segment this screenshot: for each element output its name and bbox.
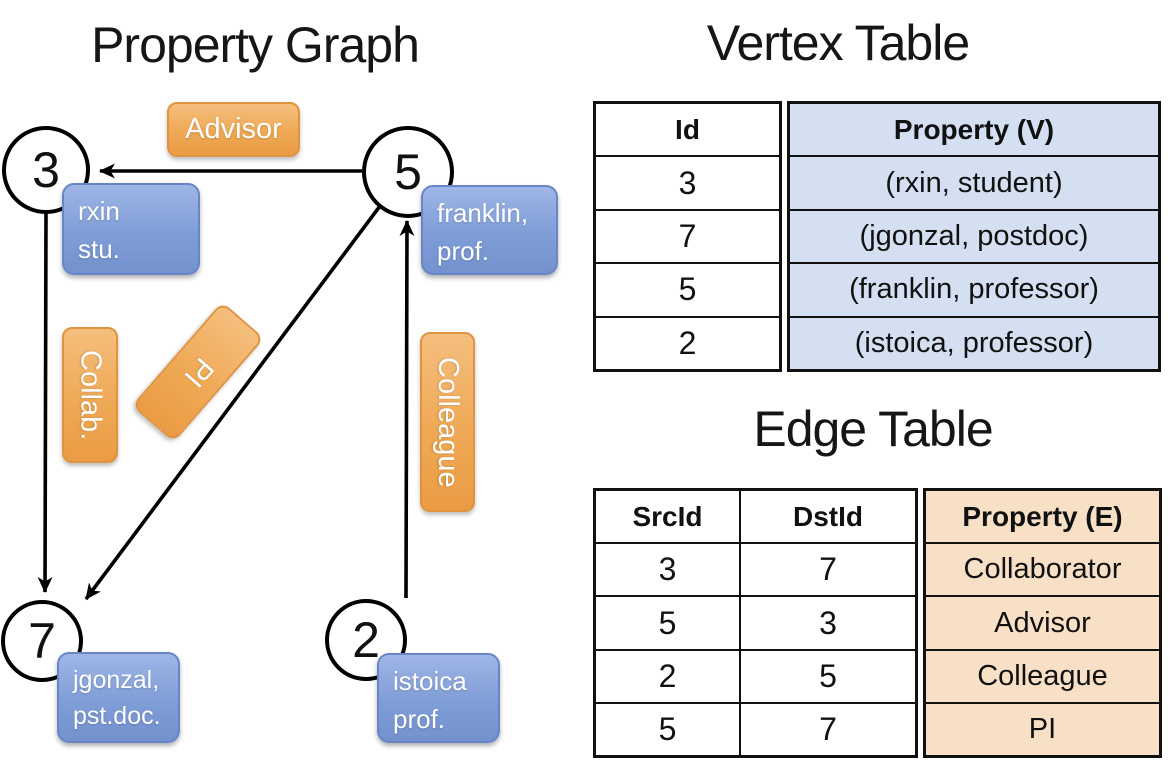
edge-table-title: Edge Table [753, 401, 993, 457]
edge-table-dstid-cell: 3 [819, 604, 837, 641]
vertex-table: Id 3 7 5 2 Property (V) (rxin, student) … [593, 101, 1161, 372]
edge-line-collab-3-7 [37, 212, 53, 593]
edge-label-colleague: Colleague [420, 332, 475, 512]
vertex-property-box-rxin: rxin stu. [62, 183, 200, 275]
vertex-property-line1: istoica [393, 666, 467, 696]
vertex-table-property-cell: (franklin, professor) [790, 262, 1158, 315]
vertex-property-line2: prof. [437, 235, 490, 266]
vertex-property-box-jgonzal: jgonzal, pst.doc. [57, 652, 180, 743]
edge-table-property-cell: PI [926, 701, 1159, 755]
vertex-property-line2: stu. [78, 233, 120, 264]
vertex-table-property-column: Property (V) (rxin, student) (jgonzal, p… [787, 101, 1161, 372]
edge-table-srcid-cell: 2 [596, 650, 741, 702]
edge-table-dstid-cell: 7 [819, 710, 837, 747]
edge-table-property-column: Property (E) Collaborator Advisor Collea… [923, 488, 1162, 758]
vertex-property-line2: prof. [393, 703, 446, 734]
graph-node-2: 2 [325, 599, 407, 681]
vertex-property-line1: franklin, [437, 198, 529, 228]
vertex-table-property-cell: (rxin, student) [790, 155, 1158, 208]
vertex-table-id-cell: 5 [596, 262, 779, 315]
vertex-table-id-cell: 2 [596, 315, 779, 369]
vertex-table-property-cell: (istoica, professor) [790, 315, 1158, 369]
vertex-property-box-franklin: franklin, prof. [421, 185, 558, 275]
edge-table-header-srcid: SrcId [596, 491, 741, 543]
edge-table-id-columns: SrcId DstId 3 7 5 3 2 5 5 7 [593, 488, 918, 758]
edge-table-header-dstid: DstId [793, 500, 863, 532]
graph-node-5: 5 [362, 126, 454, 218]
edge-table-srcid-cell: 3 [596, 544, 741, 596]
vertex-property-line1: jgonzal, [73, 666, 160, 694]
vertex-table-id-cell: 3 [596, 155, 779, 208]
edge-line-pi-5-7 [84, 204, 382, 601]
edge-table-property-cell: Collaborator [926, 542, 1159, 595]
vertex-table-id-cell: 7 [596, 208, 779, 262]
vertex-table-id-column: Id 3 7 5 2 [593, 101, 782, 372]
vertex-property-box-istoica: istoica prof. [377, 653, 500, 743]
edge-table-property-cell: Advisor [926, 595, 1159, 648]
property-graph-title: Property Graph [91, 17, 420, 73]
graph-edges-svg [37, 163, 415, 601]
edge-table-dstid-cell: 5 [819, 657, 837, 694]
vertex-property-line1: rxin [78, 196, 120, 226]
vertex-table-header-id: Id [675, 113, 700, 145]
edge-table: SrcId DstId 3 7 5 3 2 5 5 7 Property (E)… [593, 488, 1162, 758]
vertex-property-line2: pst.doc. [73, 702, 161, 731]
vertex-table-property-cell: (jgonzal, postdoc) [790, 208, 1158, 262]
edge-table-header-property: Property (E) [962, 500, 1123, 532]
edge-table-dstid-cell: 7 [819, 551, 837, 588]
edge-table-property-cell: Colleague [926, 648, 1159, 702]
edge-table-srcid-cell: 5 [596, 597, 741, 649]
edge-label-collab: Collab. [62, 327, 118, 463]
vertex-table-header-property: Property (V) [893, 113, 1055, 145]
edge-label-advisor: Advisor [167, 102, 300, 157]
vertex-table-title: Vertex Table [706, 15, 970, 71]
edge-line-colleague-2-5 [399, 220, 415, 599]
edge-table-srcid-cell: 5 [596, 703, 741, 756]
